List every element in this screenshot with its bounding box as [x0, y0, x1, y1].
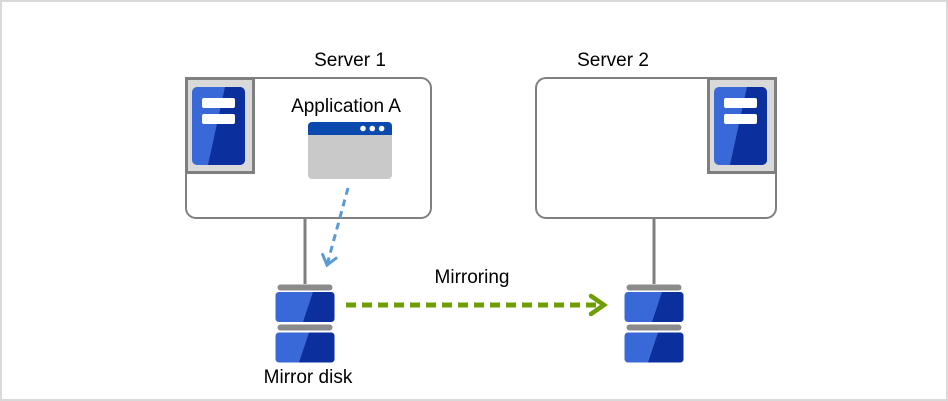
server1-label: Server 1 [314, 50, 386, 71]
server2-icon-frame [707, 77, 777, 174]
application-window [308, 122, 392, 179]
application-label: Application A [291, 96, 401, 117]
server1-icon-frame [185, 77, 255, 174]
disk-stack-icon [275, 284, 335, 363]
mirror-disk-left [275, 284, 335, 363]
disk-stack-icon [624, 284, 684, 363]
mirror-disk-label: Mirror disk [263, 367, 353, 388]
server2-label: Server 2 [577, 50, 649, 71]
server-tower-icon [192, 87, 245, 165]
mirroring-label: Mirroring [434, 267, 510, 288]
mirror-disk-right [624, 284, 684, 363]
server-tower-icon [714, 87, 767, 165]
app-window-icon [308, 122, 392, 179]
